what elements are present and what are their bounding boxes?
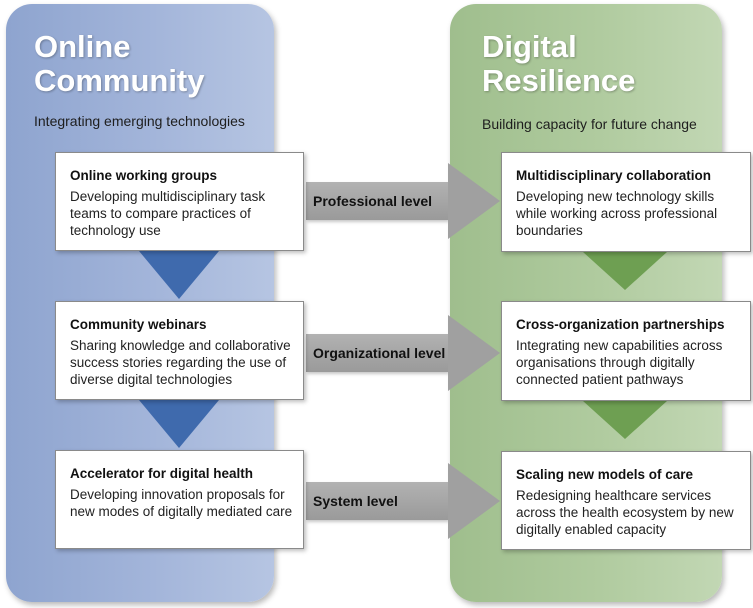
professional-level-label: Professional level — [313, 193, 433, 209]
digital-resilience-title: Digital Resilience — [482, 29, 636, 98]
organizational-level-arrowhead — [448, 315, 500, 391]
down-arrow-right-2 — [583, 401, 667, 439]
multidisciplinary-collaboration-box: Multidisciplinary collaboration Developi… — [501, 152, 751, 252]
professional-level-arrowhead — [448, 163, 500, 239]
organizational-level-arrow: Organizational level — [306, 334, 448, 372]
system-level-arrow: System level — [306, 482, 448, 520]
cross-organization-partnerships-box: Cross-organization partnerships Integrat… — [501, 301, 751, 401]
down-arrow-right-1 — [583, 252, 667, 290]
box-description: Redesigning healthcare services across t… — [516, 488, 734, 537]
box-description: Developing innovation proposals for new … — [70, 487, 293, 519]
online-working-groups-box: Online working groups Developing multidi… — [55, 152, 304, 251]
box-title: Multidisciplinary collaboration — [516, 168, 712, 183]
box-description: Developing multidisciplinary task teams … — [70, 189, 266, 238]
box-title: Community webinars — [70, 317, 207, 332]
accelerator-digital-health-box: Accelerator for digital health Developin… — [55, 450, 304, 549]
down-arrow-left-1 — [139, 251, 219, 299]
organizational-level-label: Organizational level — [313, 345, 446, 361]
down-arrow-left-2 — [139, 400, 219, 448]
scaling-new-models-box: Scaling new models of care Redesigning h… — [501, 451, 751, 550]
box-title: Cross-organization partnerships — [516, 317, 725, 332]
box-description: Sharing knowledge and collaborative succ… — [70, 338, 291, 387]
community-webinars-box: Community webinars Sharing knowledge and… — [55, 301, 304, 400]
online-community-subtitle: Integrating emerging technologies — [34, 113, 245, 129]
box-title: Scaling new models of care — [516, 467, 694, 482]
system-level-label: System level — [313, 493, 398, 509]
box-description: Developing new technology skills while w… — [516, 189, 718, 238]
online-community-title: Online Community — [34, 29, 205, 98]
digital-resilience-subtitle: Building capacity for future change — [482, 116, 697, 132]
box-title: Accelerator for digital health — [70, 466, 254, 481]
box-description: Integrating new capabilities across orga… — [516, 338, 723, 387]
box-title: Online working groups — [70, 168, 218, 183]
system-level-arrowhead — [448, 463, 500, 539]
professional-level-arrow: Professional level — [306, 182, 448, 220]
